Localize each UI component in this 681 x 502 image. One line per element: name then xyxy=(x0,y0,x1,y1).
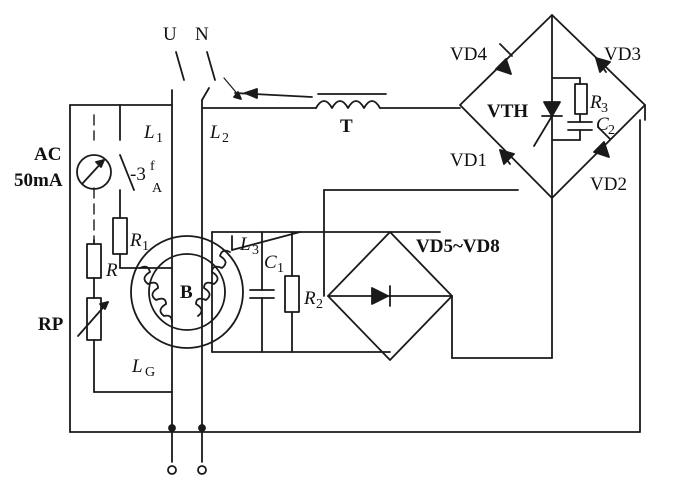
label-ac: AC xyxy=(34,144,61,165)
ammeter xyxy=(76,154,112,190)
label-test-switch: -3 xyxy=(130,164,146,185)
label-r3-sub: 3 xyxy=(601,101,608,116)
label-r1: R xyxy=(129,230,142,251)
label-c2: C xyxy=(596,114,609,135)
label-vth: VTH xyxy=(487,101,528,122)
label-u: U xyxy=(163,24,177,45)
label-l1-sub: 1 xyxy=(156,131,163,146)
diode-vd4 xyxy=(495,58,512,75)
label-r: R xyxy=(105,260,118,281)
resistor-r1 xyxy=(112,217,128,255)
resistor-r3 xyxy=(574,83,588,115)
label-b: B xyxy=(180,282,193,303)
bridge-vd5-vd8 xyxy=(327,231,453,361)
trip-coil-circuit xyxy=(69,77,461,109)
phase-lines xyxy=(167,51,216,475)
label-50ma: 50mA xyxy=(14,170,63,191)
label-bridge: VD5~VD8 xyxy=(416,236,500,257)
resistor-r2 xyxy=(284,275,300,313)
label-rp: RP xyxy=(38,314,64,335)
label-test-switch-sub: A xyxy=(152,181,163,196)
label-t: T xyxy=(340,116,353,137)
label-r3: R xyxy=(589,92,602,113)
label-c2-sub: 2 xyxy=(608,123,615,138)
label-c1-sub: 1 xyxy=(277,261,284,276)
thyristor-bridge xyxy=(459,14,646,433)
label-r2: R xyxy=(303,288,316,309)
label-vd4: VD4 xyxy=(450,44,487,65)
label-n: N xyxy=(195,24,209,45)
test-circuit xyxy=(69,104,641,433)
label-r1-sub: 1 xyxy=(142,239,149,254)
label-test-switch-prime: f xyxy=(150,159,155,174)
label-lg-sub: G xyxy=(145,365,155,380)
label-l3: L xyxy=(239,234,251,255)
thyristor-vth xyxy=(543,101,561,117)
terminal-l1-bottom xyxy=(167,465,177,475)
terminal-l2-bottom xyxy=(197,465,207,475)
label-vd1: VD1 xyxy=(450,150,487,171)
label-vd2: VD2 xyxy=(590,174,627,195)
label-l2: L xyxy=(209,122,221,143)
label-vd3: VD3 xyxy=(604,44,641,65)
label-c1: C xyxy=(264,252,277,273)
current-transformer-b xyxy=(130,231,301,349)
label-r2-sub: 2 xyxy=(316,297,323,312)
diode-vd2 xyxy=(593,141,610,158)
label-l2-sub: 2 xyxy=(222,131,229,146)
label-l3-sub: 3 xyxy=(252,243,259,258)
label-lg: L xyxy=(131,356,143,377)
labels: U N AC 50mA -3 f A L 1 L 2 T VD4 VD3 VD1… xyxy=(14,24,641,380)
resistor-r xyxy=(86,243,102,279)
detector-circuit xyxy=(211,189,553,361)
label-l1: L xyxy=(143,122,155,143)
